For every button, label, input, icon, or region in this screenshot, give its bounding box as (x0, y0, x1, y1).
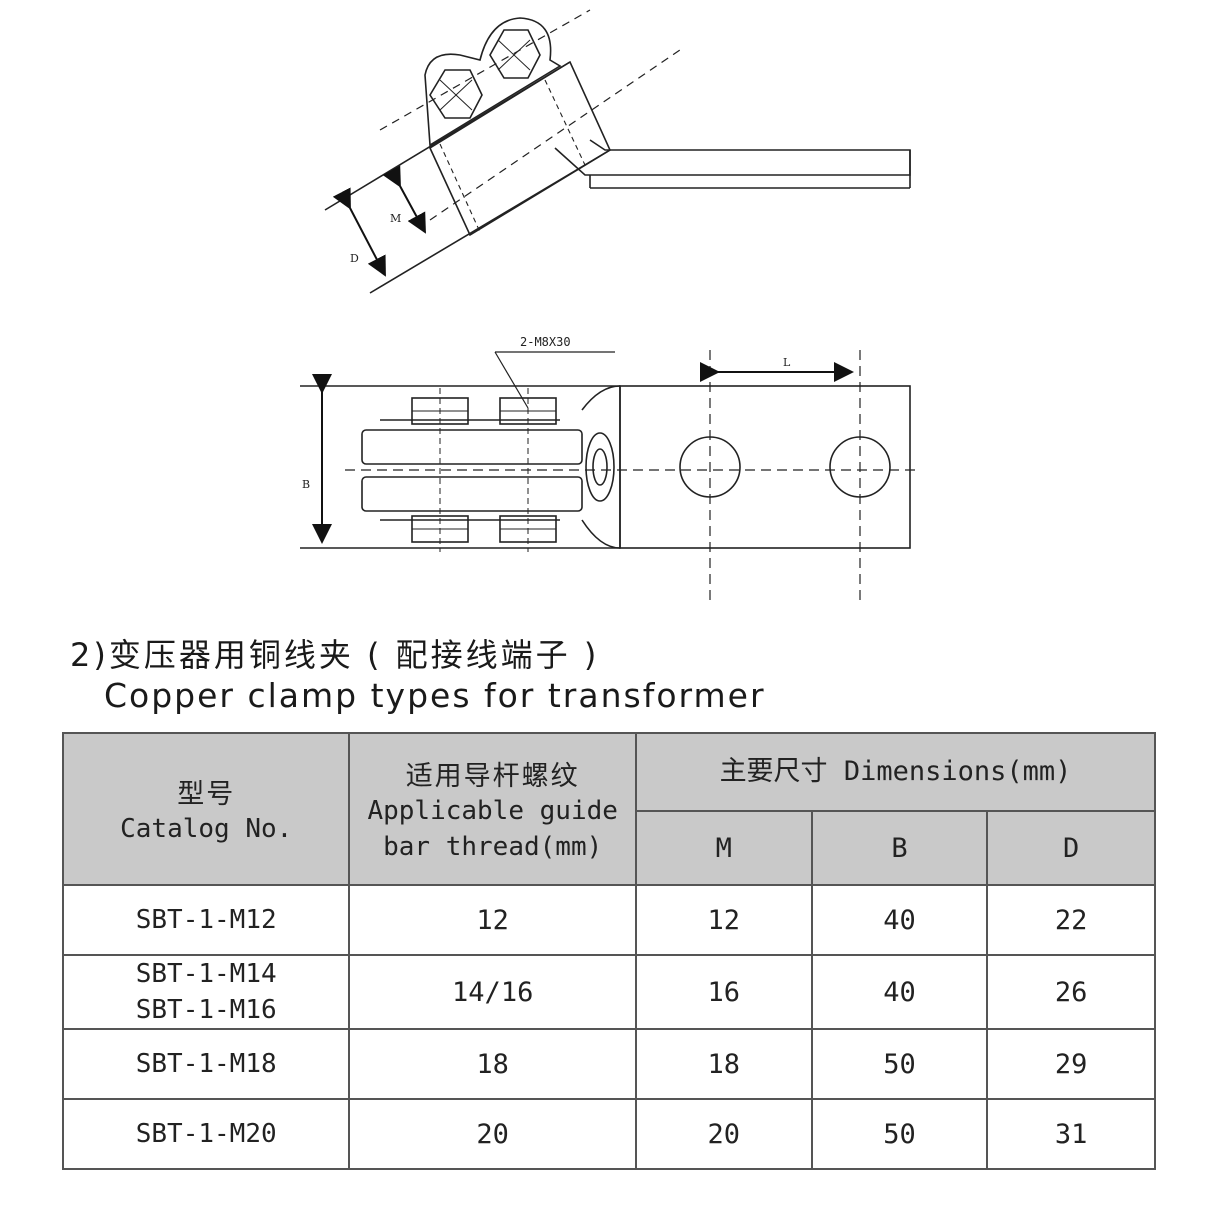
header-thread-cn: 适用导杆螺纹 (405, 760, 580, 792)
cell-catalog: SBT-1-M18 (61, 1028, 351, 1100)
cell-b: 50 (810, 1098, 989, 1170)
cell-b: 50 (810, 1028, 989, 1100)
cell-thread: 12 (348, 884, 637, 956)
cell-d: 29 (986, 1028, 1156, 1100)
header-d-label: D (1063, 832, 1080, 864)
cell-thread: 18 (348, 1028, 637, 1100)
table-subheader-row: M B D (63, 810, 1156, 886)
cell-thread: 14/16 (348, 954, 637, 1030)
table-row: SBT-1-M18 18 18 50 29 (61, 1028, 1156, 1100)
hex-nut-icon (429, 69, 483, 119)
side-view (300, 350, 920, 605)
header-catalog: 型号 Catalog No. (61, 732, 351, 886)
header-catalog-cn: 型号 (177, 778, 236, 810)
cell-thread: 20 (348, 1098, 637, 1170)
header-d: D (986, 810, 1156, 886)
table-header-row: 型号 Catalog No. 适用导杆螺纹 Applicable guide b… (61, 732, 1157, 886)
cell-m: 12 (634, 884, 813, 956)
header-dimensions: 主要尺寸 Dimensions(mm) (634, 732, 1157, 812)
header-m: M (634, 810, 813, 886)
cell-d: 31 (986, 1098, 1156, 1170)
hex-nut-icon (489, 29, 541, 79)
catalog-no: SBT-1-M14 (135, 959, 277, 989)
section-title-cn: 2)变压器用铜线夹 ( 配接线端子 ) (70, 636, 600, 674)
dim-label-d: D (350, 252, 359, 265)
bolt-callout-label: 2-M8X30 (520, 335, 571, 349)
technical-drawing: D M (300, 9, 920, 605)
catalog-no: SBT-1-M16 (135, 995, 277, 1025)
header-dimensions-label: 主要尺寸 Dimensions(mm) (719, 756, 1072, 787)
cell-b: 40 (810, 884, 989, 956)
table-row: SBT-1-M12 12 12 40 22 (61, 884, 1156, 956)
catalog-no: SBT-1-M18 (135, 1049, 277, 1079)
cell-d: 22 (986, 884, 1156, 956)
header-catalog-en: Catalog No. (120, 813, 293, 844)
spec-table: 型号 Catalog No. 适用导杆螺纹 Applicable guide b… (61, 732, 1157, 1170)
cell-catalog: SBT-1-M12 (61, 884, 351, 956)
dim-label-m: M (390, 212, 401, 225)
table-row: SBT-1-M14 SBT-1-M16 14/16 16 40 26 (61, 954, 1156, 1030)
header-thread-en-1: Applicable guide (367, 795, 618, 826)
cell-m: 16 (634, 954, 813, 1030)
table-row: SBT-1-M20 20 20 50 31 (61, 1098, 1156, 1170)
cell-catalog: SBT-1-M14 SBT-1-M16 (61, 954, 351, 1030)
top-view (324, 9, 911, 294)
dim-label-l: L (783, 356, 791, 369)
cell-b: 40 (810, 954, 989, 1030)
cell-catalog: SBT-1-M20 (61, 1098, 351, 1170)
header-thread-en-2: bar thread(mm) (383, 831, 603, 862)
cell-m: 18 (634, 1028, 813, 1100)
catalog-no: SBT-1-M12 (135, 905, 277, 935)
cell-m: 20 (634, 1098, 813, 1170)
header-m-label: M (715, 832, 732, 864)
catalog-no: SBT-1-M20 (135, 1119, 277, 1149)
section-title-en: Copper clamp types for transformer (104, 676, 766, 715)
header-b: B (810, 810, 989, 886)
cell-d: 26 (986, 954, 1156, 1030)
header-thread: 适用导杆螺纹 Applicable guide bar thread(mm) (348, 732, 637, 886)
dim-label-b: B (302, 478, 310, 491)
header-b-label: B (891, 832, 908, 864)
